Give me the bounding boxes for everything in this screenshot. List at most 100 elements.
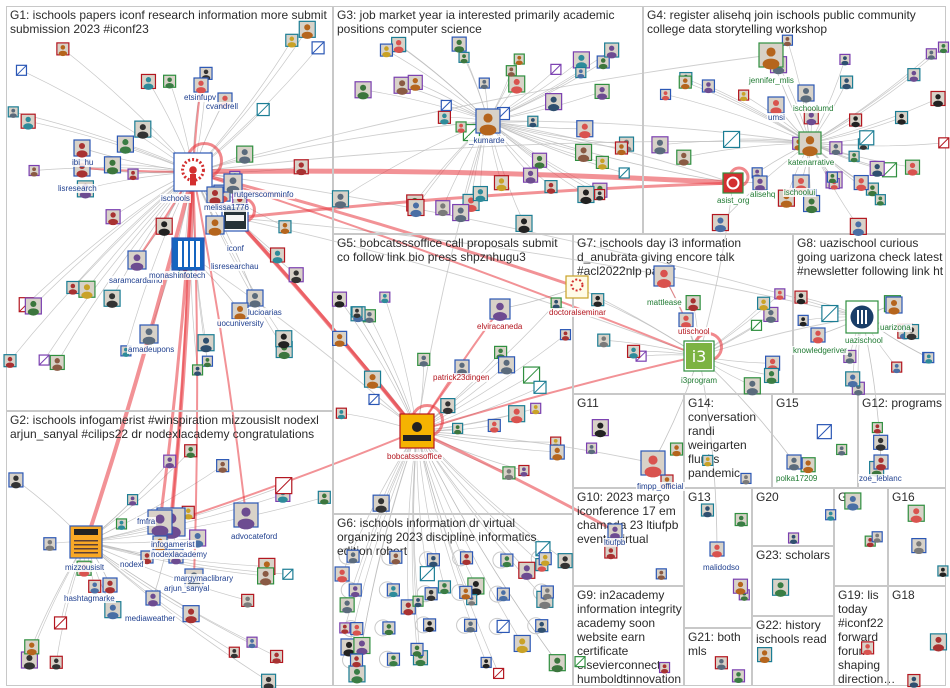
avatar-node[interactable] xyxy=(256,102,270,117)
avatar-node[interactable] xyxy=(604,545,618,560)
avatar-node[interactable] xyxy=(597,333,611,348)
avatar-node[interactable] xyxy=(116,135,134,154)
avatar-node[interactable] xyxy=(925,48,937,60)
elviracaneda-node[interactable] xyxy=(489,298,511,321)
avatar-node[interactable] xyxy=(410,642,424,657)
avatar-node[interactable] xyxy=(513,634,531,654)
avatar-node[interactable] xyxy=(826,171,839,184)
avatar-node[interactable] xyxy=(535,619,549,633)
avatar-node[interactable] xyxy=(575,66,587,79)
avatar-node[interactable] xyxy=(78,280,96,299)
avatar-node[interactable] xyxy=(458,51,470,64)
uarizona-node[interactable] xyxy=(885,296,903,315)
avatar-node[interactable] xyxy=(115,518,128,530)
avatar-node[interactable] xyxy=(246,636,258,649)
avatar-node[interactable] xyxy=(335,407,347,420)
avatar-node[interactable] xyxy=(20,113,36,130)
avatar-node[interactable] xyxy=(331,291,348,308)
avatar-node[interactable] xyxy=(714,656,729,670)
hashtagmarketing-node[interactable] xyxy=(102,577,118,594)
advocateford-node[interactable] xyxy=(233,502,259,530)
avatar-node[interactable] xyxy=(349,653,364,668)
avatar-node[interactable] xyxy=(853,174,869,191)
avatar-node[interactable] xyxy=(527,115,539,128)
avatar-node[interactable] xyxy=(618,167,630,179)
avatar-node[interactable] xyxy=(127,168,139,181)
avatar-node[interactable] xyxy=(66,280,80,295)
avatar-node[interactable] xyxy=(740,472,752,485)
avatar-node[interactable] xyxy=(518,561,536,580)
avatar-node[interactable] xyxy=(849,217,867,236)
avatar-node[interactable] xyxy=(256,567,275,586)
avatar-node[interactable] xyxy=(275,477,293,495)
avatar-node[interactable] xyxy=(417,352,431,367)
avatar-node[interactable] xyxy=(354,81,372,100)
avatar-node[interactable] xyxy=(781,34,794,47)
avatar-node[interactable] xyxy=(3,354,17,368)
avatar-node[interactable] xyxy=(923,352,935,364)
avatar-node[interactable] xyxy=(282,568,294,580)
avatar-node[interactable] xyxy=(550,63,562,75)
avatar-node[interactable] xyxy=(756,647,773,664)
fimpp-official-node[interactable] xyxy=(640,450,666,478)
avatar-node[interactable] xyxy=(557,553,573,570)
avatar-node[interactable] xyxy=(595,155,609,170)
avatar-node[interactable] xyxy=(700,503,715,518)
avatar-node[interactable] xyxy=(496,587,510,602)
avatar-node[interactable] xyxy=(472,185,488,202)
avatar-node[interactable] xyxy=(339,622,351,634)
avatar-node[interactable] xyxy=(363,370,382,389)
avatar-node[interactable] xyxy=(440,99,452,112)
avatar-node[interactable] xyxy=(859,130,875,146)
avatar-node[interactable] xyxy=(334,566,350,583)
avatar-node[interactable] xyxy=(163,74,177,89)
avatar-node[interactable] xyxy=(763,306,779,323)
avatar-node[interactable] xyxy=(678,75,692,90)
avatar-node[interactable] xyxy=(298,20,316,39)
knowledgeriver-node[interactable] xyxy=(810,327,826,344)
avatar-node[interactable] xyxy=(734,512,748,527)
avatar-node[interactable] xyxy=(577,185,595,205)
avatar-node[interactable] xyxy=(422,618,437,633)
avatar-node[interactable] xyxy=(372,494,390,513)
jennifer-mlis-node[interactable] xyxy=(758,42,784,70)
avatar-node[interactable] xyxy=(500,553,514,568)
avatar-node[interactable] xyxy=(829,141,843,156)
iconf-node[interactable] xyxy=(221,204,249,232)
avatar-node[interactable] xyxy=(594,188,606,201)
avatar-node[interactable] xyxy=(191,364,204,376)
avatar-node[interactable] xyxy=(871,421,883,434)
avatar-node[interactable] xyxy=(49,655,63,670)
avatar-node[interactable] xyxy=(505,65,517,77)
avatar-node[interactable] xyxy=(787,532,800,544)
lisresearchau-node[interactable] xyxy=(205,215,225,236)
avatar-node[interactable] xyxy=(651,136,669,155)
avatar-node[interactable] xyxy=(508,405,526,424)
avatar-node[interactable] xyxy=(379,43,394,58)
ischoolumd-node[interactable] xyxy=(797,84,815,103)
avatar-node[interactable] xyxy=(379,291,391,304)
etsinfupv-node[interactable] xyxy=(193,77,209,94)
avatar-node[interactable] xyxy=(451,36,467,53)
melissa1776-node[interactable] xyxy=(206,186,224,205)
avatar-node[interactable] xyxy=(184,444,198,458)
avatar-node[interactable] xyxy=(288,267,304,284)
utischool-node[interactable] xyxy=(678,312,694,329)
avatar-node[interactable] xyxy=(452,422,464,435)
avatar-node[interactable] xyxy=(844,492,862,511)
avatar-node[interactable] xyxy=(216,459,230,473)
avatar-node[interactable] xyxy=(311,41,325,55)
-kumarde-node[interactable] xyxy=(475,108,501,136)
avatar-node[interactable] xyxy=(126,494,139,506)
avatar-node[interactable] xyxy=(907,504,925,523)
avatar-node[interactable] xyxy=(201,355,214,368)
avatar-node[interactable] xyxy=(386,652,401,667)
avatar-node[interactable] xyxy=(839,53,851,66)
avatar-node[interactable] xyxy=(533,380,547,394)
avatar-node[interactable] xyxy=(20,651,39,670)
avatar-node[interactable] xyxy=(907,68,921,82)
avatar-node[interactable] xyxy=(891,361,903,374)
avatar-node[interactable] xyxy=(802,194,821,214)
avatar-node[interactable] xyxy=(518,464,530,477)
avatar-node[interactable] xyxy=(548,654,566,673)
